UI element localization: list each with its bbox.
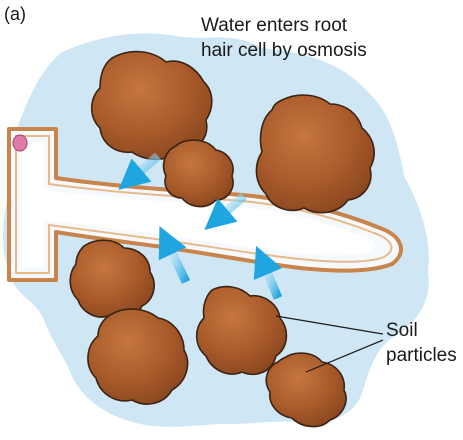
leader-line [305, 339, 384, 373]
panel-label: (a) [4, 4, 26, 24]
blue-arrow-icon [204, 192, 247, 230]
caption-line-1: Water enters root [201, 15, 348, 36]
leader-line [275, 315, 384, 335]
soil-particles [69, 50, 375, 428]
osmosis-arrows [118, 152, 283, 300]
soil-particle [162, 139, 234, 208]
nucleus [12, 134, 28, 152]
soil-leader-lines [275, 315, 384, 373]
blue-arrow-icon [118, 152, 161, 190]
soil-label-line-2: particles [386, 345, 457, 366]
soil-particle [255, 94, 375, 214]
soil-particle [87, 308, 189, 405]
blue-arrow-icon [253, 245, 283, 300]
caption-line-2: hair cell by osmosis [201, 40, 367, 61]
soil-label-line-1: Soil [386, 320, 418, 341]
blue-arrow-icon [158, 226, 191, 284]
soil-particle [195, 285, 288, 376]
soil-particle [265, 352, 347, 428]
